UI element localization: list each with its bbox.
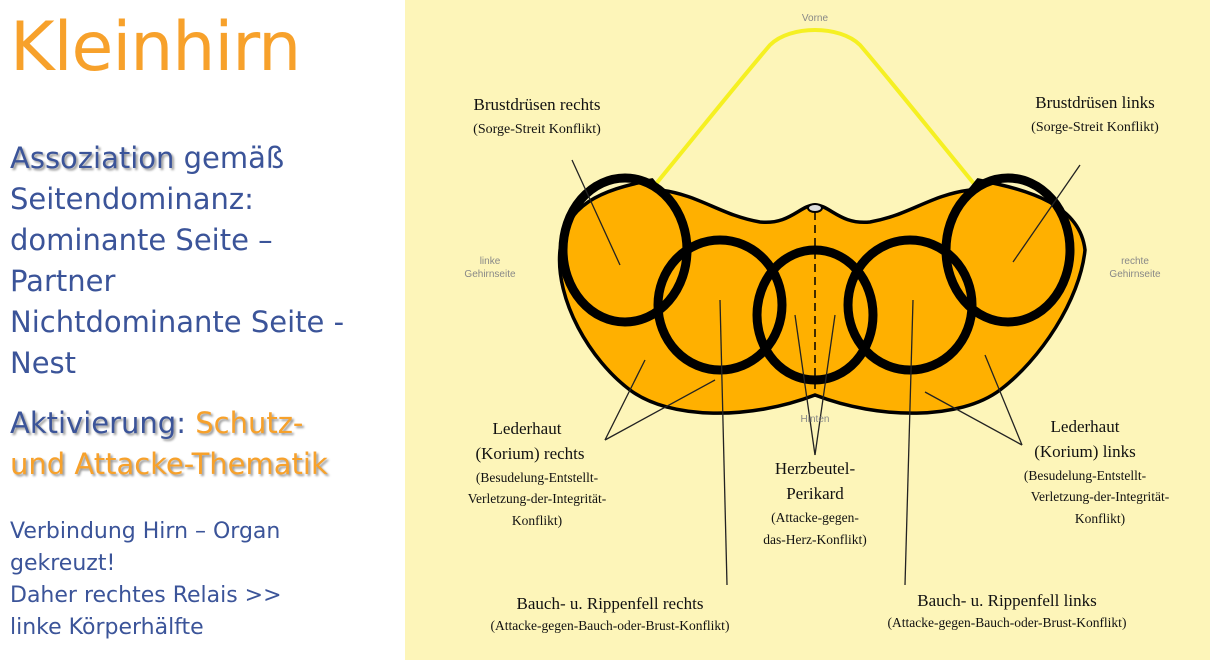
text-line: : [176, 406, 196, 440]
right-side-label: rechte [1121, 256, 1149, 267]
label-breast-right: Brustdrüsen rechts [473, 95, 600, 114]
left-side-label: Gehirnseite [464, 269, 516, 280]
label-pericard-conflict: das-Herz-Konflikt) [763, 532, 866, 547]
text-line: gemäß [174, 141, 285, 175]
cerebellum-diagram: Vorne Hinten linke Gehirnseite rechte Ge… [405, 0, 1210, 660]
ring [752, 245, 878, 385]
association-label: Assoziation [10, 141, 175, 175]
label-breast-left-conflict: (Sorge-Streit Konflikt) [1031, 120, 1159, 135]
label-pericard-conflict: (Attacke-gegen- [771, 510, 859, 525]
ring [941, 173, 1075, 327]
front-label: Vorne [802, 13, 829, 24]
label-breast-left: Brustdrüsen links [1035, 93, 1154, 112]
ring [653, 235, 787, 375]
label-dermis-left-conflict: Konflikt) [1075, 511, 1125, 526]
label-dermis-left: Lederhaut [1051, 417, 1120, 436]
label-peritoneum-right-conflict: (Attacke-gegen-Bauch-oder-Brust-Konflikt… [491, 618, 730, 633]
center-marker [807, 203, 823, 213]
text-line: gekreuzt! [10, 551, 116, 576]
front-line [653, 28, 977, 187]
label-breast-right-conflict: (Sorge-Streit Konflikt) [473, 122, 601, 137]
label-dermis-right-conflict: Konflikt) [512, 513, 562, 528]
text-line: Partner [10, 264, 116, 298]
label-dermis-left-conflict: Verletzung-der-Integrität- [1031, 489, 1170, 504]
pointer-lines [571, 159, 1081, 586]
organ-labels: Brustdrüsen rechts (Sorge-Streit Konflik… [468, 93, 1170, 633]
activation-value: und Attacke-Thematik [10, 447, 328, 481]
label-dermis-left-conflict: (Besudelung-Entstellt- [1024, 468, 1147, 483]
activation-value: Schutz- [195, 406, 304, 440]
text-line: linke Körperhälfte [10, 615, 204, 640]
text-line: Daher rechtes Relais >> [10, 583, 282, 608]
label-pericard: Herzbeutel- [775, 459, 856, 478]
text-line: Nest [10, 346, 77, 380]
activation-label: Aktivierung [10, 406, 177, 440]
label-dermis-right-conflict: Verletzung-der-Integrität- [468, 491, 607, 506]
text-line: dominante Seite – [10, 223, 273, 257]
label-dermis-right: Lederhaut [493, 419, 562, 438]
activation-text: Aktivierung: Schutz-und Attacke-Thematik [10, 403, 405, 485]
label-pericard: Perikard [786, 484, 844, 503]
label-peritoneum-left: Bauch- u. Rippenfell links [917, 591, 1096, 610]
text-line: Nichtdominante Seite - [10, 305, 345, 339]
text-line: Verbindung Hirn – Organ [10, 519, 281, 544]
label-peritoneum-left-conflict: (Attacke-gegen-Bauch-oder-Brust-Konflikt… [888, 615, 1127, 630]
label-peritoneum-right: Bauch- u. Rippenfell rechts [517, 594, 704, 613]
back-label: Hinten [801, 414, 830, 425]
label-dermis-right: (Korium) rechts [475, 444, 584, 463]
text-line: Seitendominanz: [10, 182, 254, 216]
left-side-label: linke [480, 256, 501, 267]
right-side-label: Gehirnseite [1109, 269, 1161, 280]
label-dermis-right-conflict: (Besudelung-Entstellt- [476, 470, 599, 485]
label-dermis-left: (Korium) links [1034, 442, 1136, 461]
slide-title: Kleinhirn [10, 8, 301, 87]
connection-text: Verbindung Hirn – Organ gekreuzt! Daher re… [10, 516, 405, 644]
rings [558, 173, 1075, 385]
